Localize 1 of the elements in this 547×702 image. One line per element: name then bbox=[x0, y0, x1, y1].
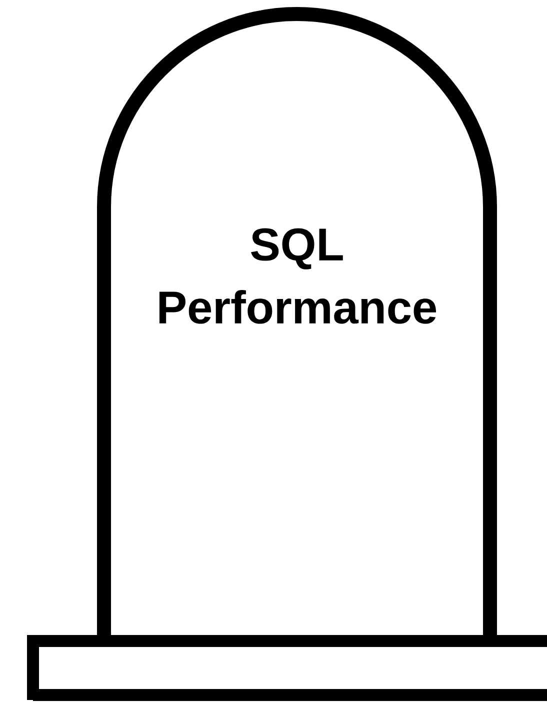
tombstone: SQL Performance bbox=[97, 7, 497, 640]
